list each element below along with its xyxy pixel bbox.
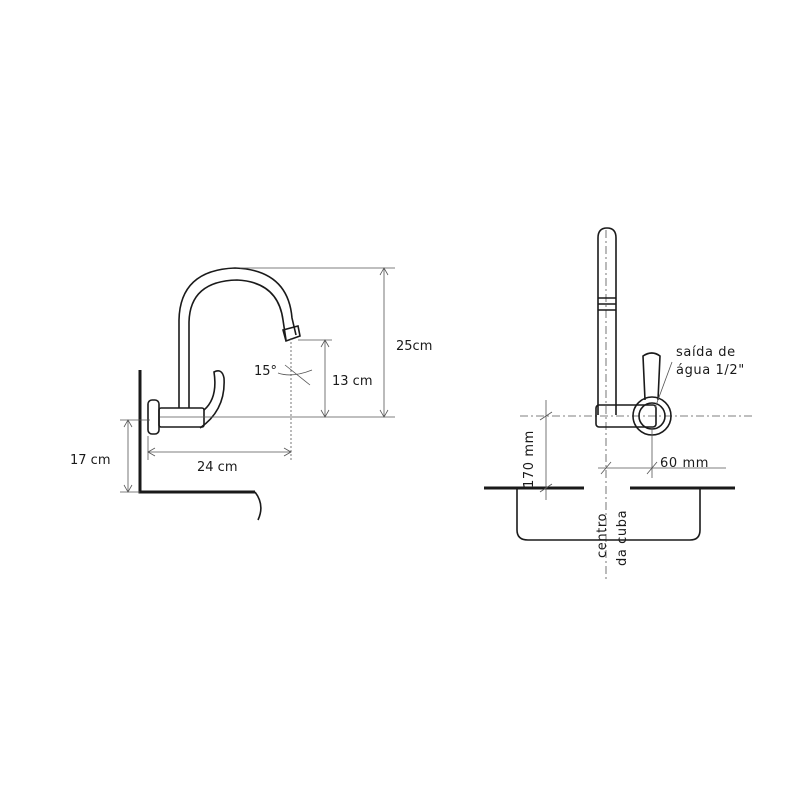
- front-view: saída de água 1/2" 170 mm 60 mm centro d…: [484, 227, 755, 580]
- tick-170mm-bottom: [539, 483, 553, 493]
- arrow-13cm-bottom: [320, 409, 330, 418]
- label-13cm: 13 cm: [332, 374, 373, 389]
- label-170mm: 170 mm: [522, 430, 537, 488]
- arrow-25cm-bottom: [379, 409, 389, 418]
- sink-edge: [254, 491, 262, 521]
- arrow-24cm-right: [283, 447, 292, 457]
- arrow-17cm-bottom: [123, 484, 133, 493]
- front-body: [595, 404, 657, 428]
- arrow-17cm-top: [123, 419, 133, 428]
- mounting-flange: [147, 399, 160, 435]
- label-17cm: 17 cm: [70, 453, 111, 468]
- center-label-line1: centro: [595, 513, 610, 558]
- spout-tube: [178, 267, 297, 408]
- arrow-13cm-top: [320, 339, 330, 348]
- inner-flange: [638, 402, 666, 430]
- front-spout: [597, 227, 617, 415]
- side-view: 25cm 13 cm 15° 17 cm 24 cm: [70, 267, 432, 521]
- arrow-24cm-left: [147, 447, 156, 457]
- front-lever: [642, 352, 661, 401]
- tick-60mm-right: [646, 461, 658, 475]
- angle-ref-line: [284, 364, 311, 386]
- spout-tip: [282, 325, 301, 343]
- outlet-label-line2: água 1/2": [676, 363, 745, 378]
- faucet-body: [158, 407, 205, 428]
- label-60mm: 60 mm: [660, 456, 709, 471]
- arrow-25cm-top: [379, 267, 389, 276]
- label-25cm: 25cm: [396, 339, 432, 354]
- angle-arc: [277, 369, 313, 376]
- basin-outline: [516, 488, 701, 541]
- lever-handle: [199, 370, 225, 429]
- tick-60mm-left: [600, 461, 612, 475]
- label-24cm: 24 cm: [197, 460, 238, 475]
- label-angle: 15°: [254, 364, 277, 379]
- outlet-leader: [654, 361, 673, 409]
- center-label-line2: da cuba: [615, 510, 630, 566]
- outlet-label-line1: saída de: [676, 345, 736, 360]
- tick-170mm-top: [539, 411, 553, 421]
